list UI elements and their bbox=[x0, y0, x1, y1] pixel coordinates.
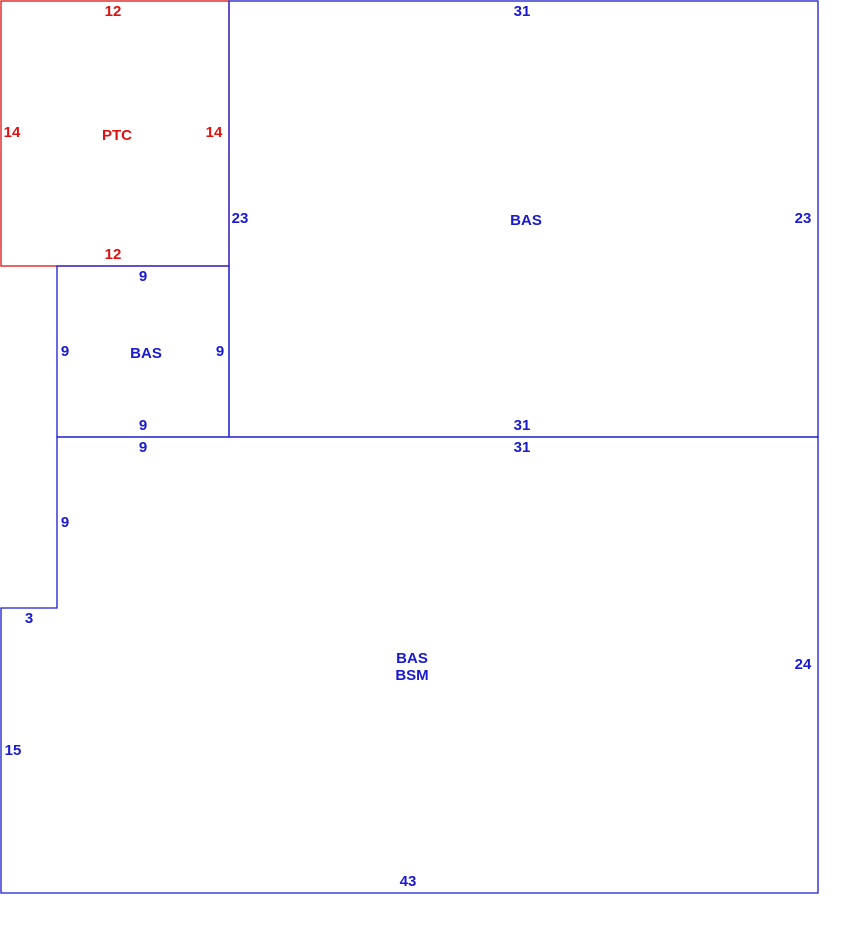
bas-bsm-area-label-line1: BAS bbox=[396, 650, 428, 667]
bas-bsm-area-label-line2: BSM bbox=[395, 667, 428, 684]
ptc-dim-top: 12 bbox=[105, 3, 122, 20]
bas-small-dim-bottom: 9 bbox=[139, 417, 147, 434]
bas-small-dim-left: 9 bbox=[61, 343, 69, 360]
bas-upper-dim-right: 23 bbox=[795, 210, 812, 227]
bas-bsm-dim-top-left: 9 bbox=[139, 439, 147, 456]
bas-bsm-dim-notch-vertical: 9 bbox=[61, 514, 69, 531]
ptc-dim-right: 14 bbox=[206, 124, 223, 141]
bas-upper-dim-bottom: 31 bbox=[514, 417, 531, 434]
bas-small-area-label: BAS bbox=[130, 345, 162, 362]
bas-small-dim-right: 9 bbox=[216, 343, 224, 360]
bas-bsm-dim-notch-horizontal: 3 bbox=[25, 610, 33, 627]
bas-upper-dim-left: 23 bbox=[232, 210, 249, 227]
bas-bsm-dim-right: 24 bbox=[795, 656, 812, 673]
ptc-dim-left: 14 bbox=[4, 124, 21, 141]
bas-upper-area-label: BAS bbox=[510, 212, 542, 229]
ptc-area-label: PTC bbox=[102, 127, 132, 144]
bas-bsm-lower-area-outline bbox=[0, 436, 819, 894]
bas-upper-dim-top: 31 bbox=[514, 3, 531, 20]
bas-bsm-dim-bottom: 43 bbox=[400, 873, 417, 890]
bas-bsm-dim-top-right: 31 bbox=[514, 439, 531, 456]
ptc-dim-bottom: 12 bbox=[105, 246, 122, 263]
bas-bsm-dim-left: 15 bbox=[5, 742, 22, 759]
bas-small-dim-top: 9 bbox=[139, 268, 147, 285]
